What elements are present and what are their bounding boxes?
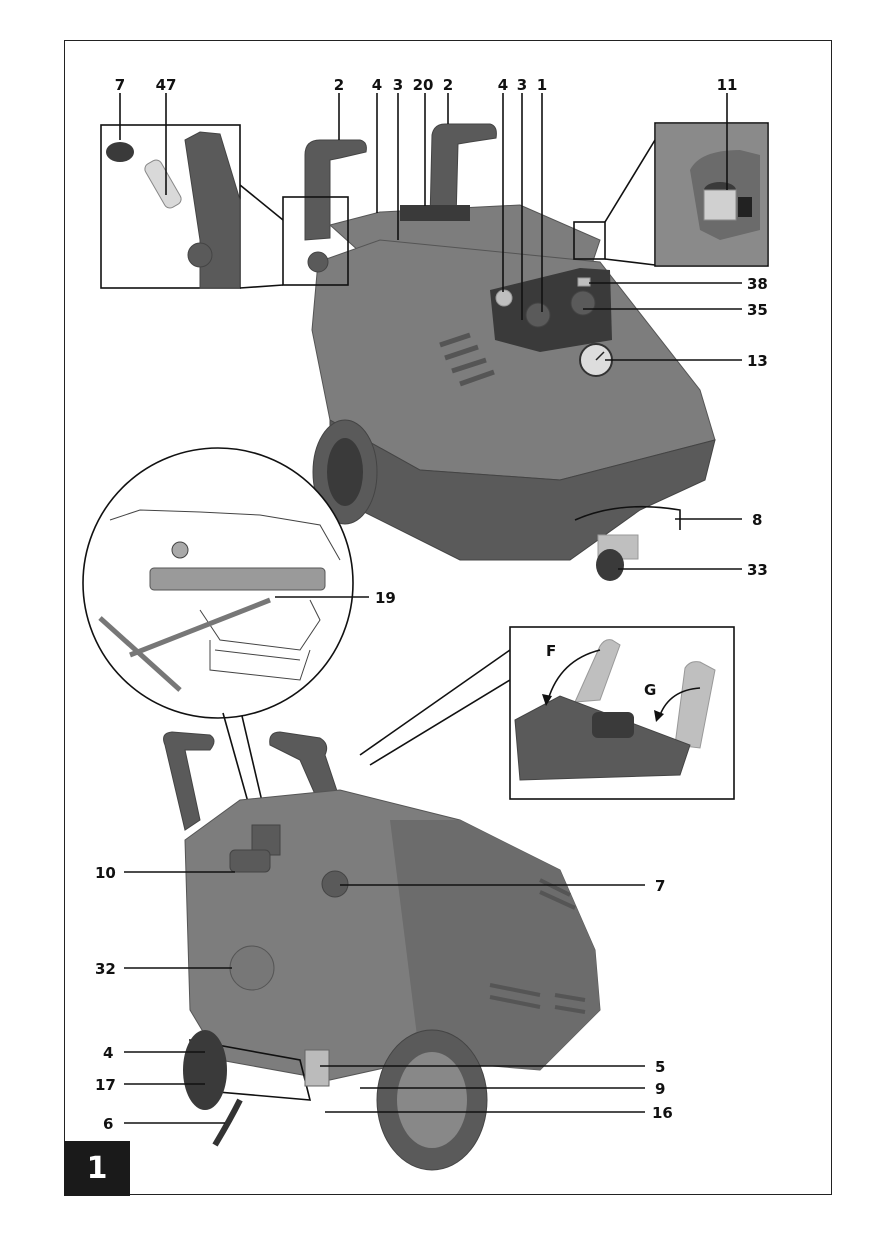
figure-number-badge: 1 [64,1141,130,1196]
label-32: 32 [95,960,116,978]
top-caster-wheel [596,549,624,581]
label-33: 33 [747,561,768,579]
inset-handles [509,626,735,800]
top-thermostat-knob [570,290,596,316]
bottom-rating-plate [304,1049,330,1087]
label-4-left: 4 [372,76,382,94]
top-switch-knob [525,302,551,328]
label-19: 19 [375,589,396,607]
top-lid-recess [400,205,470,221]
callout-labels: 7 47 2 4 3 20 2 4 3 1 11 38 35 13 8 33 1… [95,76,768,1133]
top-lance-holder [495,289,513,307]
label-5: 5 [655,1058,665,1076]
label-F: F [546,642,556,660]
label-16: 16 [652,1104,673,1122]
bottom-panel-circle [229,945,275,991]
label-7-bottom: 7 [655,877,665,895]
bottom-vents [489,878,586,1014]
label-13: 13 [747,352,768,370]
inset-cap [654,122,769,267]
bottom-machine [163,731,601,1171]
leader-lines [119,93,742,1124]
label-1: 1 [537,76,547,94]
label-35: 35 [747,301,768,319]
label-4-bottom: 4 [103,1044,113,1062]
inset-pump-content [98,509,341,692]
inset-handles-content [514,639,716,781]
top-handle-right [429,123,497,221]
top-vents [439,332,495,387]
bottom-hose [212,1098,243,1147]
label-20: 20 [413,76,434,94]
label-7-top: 7 [115,76,125,94]
label-38: 38 [747,275,768,293]
label-6: 6 [103,1115,113,1133]
label-11: 11 [717,76,738,94]
bottom-fuel-cap [321,870,349,898]
label-17: 17 [95,1076,116,1094]
label-2-right: 2 [443,76,453,94]
top-control-panel [490,268,612,352]
top-detail-box-right [573,221,606,260]
top-towbar [574,505,681,530]
label-3-left: 3 [393,76,403,94]
inset-cap-content [656,124,767,265]
filter-cap-icon [106,142,134,162]
inset-filter-content [106,131,241,289]
label-4-right: 4 [498,76,508,94]
bottom-handle-left [163,731,215,831]
label-2-left: 2 [334,76,344,94]
label-47: 47 [156,76,177,94]
label-G: G [644,681,656,699]
top-fuel-cap [307,251,329,273]
top-handle-left [304,139,367,241]
label-10: 10 [95,864,116,882]
figure-frame [64,40,832,1195]
label-8: 8 [752,511,762,529]
top-detail-box-left [282,196,349,286]
top-machine [304,123,716,581]
pump-tool [129,597,271,658]
label-9: 9 [655,1080,665,1098]
top-indicator-light [577,277,591,287]
bottom-lever [229,849,271,873]
label-3-right: 3 [517,76,527,94]
pump-bar [149,567,326,591]
filter-cartridge-icon [144,159,182,209]
